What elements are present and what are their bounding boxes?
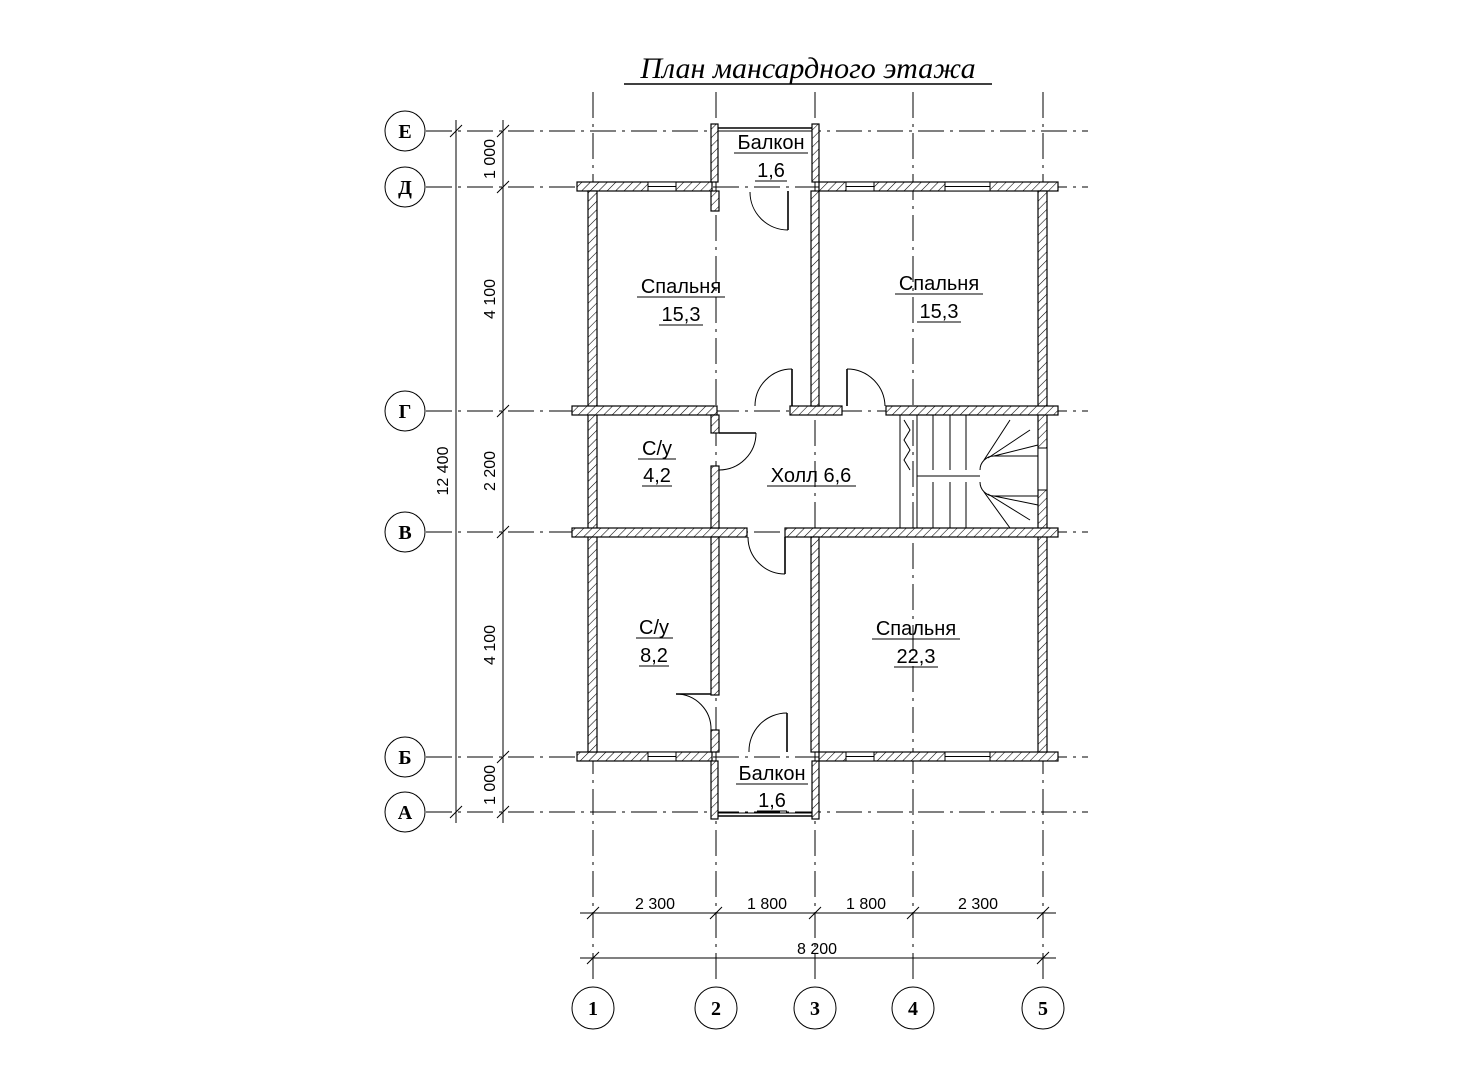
axis-col-2: 2 — [711, 998, 721, 1020]
bedroom-bottom-right-area: 22,3 — [897, 646, 936, 668]
hall-label: Холл 6,6 — [771, 465, 852, 487]
dim-h-3: 1 800 — [846, 896, 886, 913]
balcony-bottom-area: 1,6 — [758, 790, 786, 812]
doors — [675, 191, 886, 753]
balcony-top-name: Балкон — [737, 132, 804, 154]
dim-v-4: 4 100 — [482, 625, 499, 665]
bedroom-top-left-name: Спальня — [641, 276, 721, 298]
dim-v-2: 4 100 — [482, 279, 499, 319]
row-axis-markers: Е Д Г В Б А — [384, 110, 426, 833]
wc-small-name: С/у — [642, 438, 672, 460]
balcony-top-area: 1,6 — [757, 160, 785, 182]
axis-col-4: 4 — [908, 998, 918, 1020]
axis-row-b: Б — [398, 747, 411, 769]
dim-h-total: 8 200 — [797, 941, 837, 958]
staircase — [899, 414, 1039, 529]
dim-v-total: 12 400 — [435, 446, 452, 495]
bedroom-top-left-area: 15,3 — [662, 304, 701, 326]
dim-h-1: 2 300 — [635, 896, 675, 913]
wc-large-area: 8,2 — [640, 645, 668, 667]
bedroom-bottom-right-name: Спальня — [876, 618, 956, 640]
horizontal-dimensions: 2 300 1 800 1 800 2 300 8 200 — [580, 896, 1056, 965]
axis-col-3: 3 — [810, 998, 820, 1020]
column-axis-markers: 1 2 3 4 5 — [571, 986, 1065, 1030]
vertical-dimensions: 1 000 4 100 2 200 4 100 1 000 12 400 — [435, 120, 510, 823]
dim-v-5: 1 000 — [482, 765, 499, 805]
wc-large-name: С/у — [639, 617, 669, 639]
axis-col-1: 1 — [588, 998, 598, 1020]
axis-row-g: Г — [399, 401, 412, 423]
plan-title: План мансардного этажа — [639, 52, 975, 85]
row-axis-lines — [426, 130, 1088, 813]
axis-row-e: Е — [398, 121, 411, 143]
dim-h-2: 1 800 — [747, 896, 787, 913]
axis-row-a: А — [398, 802, 413, 824]
balcony-bottom-name: Балкон — [738, 763, 805, 785]
wc-small-area: 4,2 — [643, 465, 671, 487]
bedroom-top-right-area: 15,3 — [920, 301, 959, 323]
dim-v-1: 1 000 — [482, 139, 499, 179]
axis-row-d: Д — [398, 177, 412, 199]
windows — [647, 127, 1048, 817]
dim-h-4: 2 300 — [958, 896, 998, 913]
room-labels: Балкон 1,6 Спальня 15,3 Спальня 15,3 С/у… — [636, 132, 983, 812]
axis-row-v: В — [398, 522, 411, 544]
bedroom-top-right-name: Спальня — [899, 273, 979, 295]
axis-col-5: 5 — [1038, 998, 1048, 1020]
dim-v-3: 2 200 — [482, 451, 499, 491]
